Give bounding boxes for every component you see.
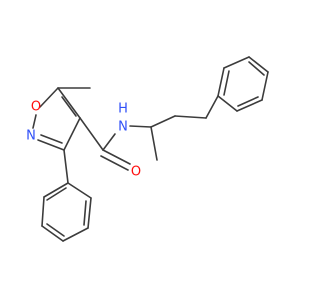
bond-ph1-c-inner: [248, 61, 265, 76]
molecule-structure-diagram: O N N H O: [26, 56, 269, 242]
bond-ch-methyl: [150, 126, 158, 161]
bond-lines: [32, 56, 269, 242]
carbonyl-oxygen-label: O: [131, 165, 141, 180]
bond-ph2-e: [87, 197, 92, 229]
bond-c4-carbonyl: [79, 117, 104, 151]
bond-c3-phenyl: [63, 149, 69, 184]
bond-carbonyl-o-2: [100, 155, 129, 171]
bond-carbonyl-nh: [102, 133, 116, 151]
bond-c5-c4-inner: [61, 96, 77, 117]
bond-ch2-phenyl: [205, 95, 219, 119]
ring-nitrogen-label: N: [26, 129, 36, 144]
bond-o-c5: [39, 87, 59, 108]
bond-c4-c3: [63, 117, 81, 151]
amide-nitrogen-label: N: [118, 120, 128, 135]
bond-ph1-d: [261, 71, 269, 101]
bond-ph1-b: [223, 56, 250, 69]
bond-nh-ch: [129, 125, 152, 128]
bond-ph1-f: [217, 95, 238, 112]
atom-labels: O N N H O: [26, 100, 141, 180]
bond-ph1-a-inner: [223, 70, 230, 96]
bond-ph2-a-inner: [46, 187, 67, 201]
bond-ph1-e: [236, 99, 263, 112]
bond-ch2-ch2: [174, 115, 207, 119]
bond-ph2-f: [67, 182, 92, 199]
ring-oxygen-label: O: [31, 100, 41, 115]
bond-ph2-c-inner: [46, 223, 65, 237]
bond-ph2-b: [41, 196, 45, 227]
bond-ch-ch2: [150, 115, 176, 128]
bond-n-o: [32, 114, 37, 129]
amide-hydrogen-label: H: [118, 102, 128, 117]
bond-ph2-c: [41, 225, 64, 242]
bond-carbonyl-o: [102, 149, 131, 165]
bond-ph1-a: [217, 67, 225, 97]
bond-c3-n-inner: [40, 134, 63, 144]
bond-ph2-e-inner: [83, 200, 87, 226]
bond-ph1-e-inner: [237, 96, 259, 107]
bond-c5-c4: [57, 87, 81, 119]
bond-c3-n: [37, 139, 65, 151]
bond-ph1-c: [248, 56, 269, 73]
bond-ph2-a: [43, 182, 69, 198]
bond-ph2-d: [62, 227, 89, 242]
